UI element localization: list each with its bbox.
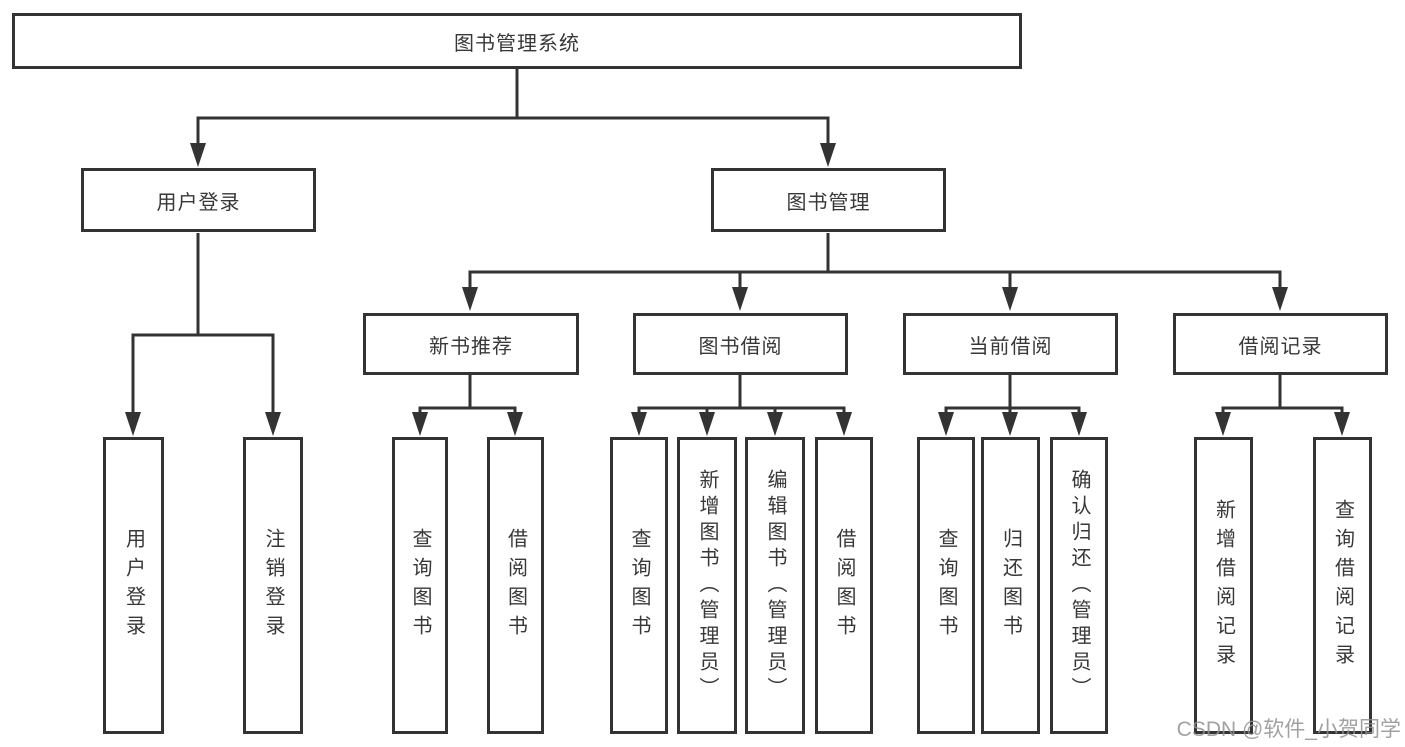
node-current-borrow: 当前借阅: [903, 313, 1118, 375]
leaf-borrow-books-recommend: 借阅图书: [487, 437, 544, 734]
leaf-borrow-books: 借阅图书: [815, 437, 873, 734]
leaf-query-books-recommend: 查询图书: [392, 437, 448, 734]
leaf-borrow-books-label: 借阅图书: [833, 527, 855, 644]
node-book-borrow: 图书借阅: [633, 313, 848, 375]
csdn-watermark: CSDN @软件_小贺同学: [1176, 718, 1401, 741]
leaf-edit-book-admin-label: 编辑图书（管理员）: [764, 468, 786, 703]
node-borrow-records-label: 借阅记录: [1238, 335, 1323, 358]
leaf-borrow-books-recommend-label: 借阅图书: [504, 527, 527, 644]
leaf-add-book-admin: 新增图书（管理员）: [677, 437, 737, 734]
node-new-book-recommend: 新书推荐: [363, 313, 579, 375]
leaf-query-borrow-record-label: 查询借阅记录: [1331, 498, 1354, 673]
leaf-query-books-current-label: 查询图书: [935, 527, 957, 644]
arrowheads: [125, 143, 1350, 436]
node-user-login: 用户登录: [81, 168, 316, 232]
leaf-logout-label: 注销登录: [262, 527, 284, 644]
node-new-book-recommend-label: 新书推荐: [429, 335, 513, 358]
leaf-confirm-return-admin-label: 确认归还（管理员）: [1068, 468, 1090, 703]
node-user-login-label: 用户登录: [156, 191, 241, 214]
node-book-management-label: 图书管理: [786, 191, 871, 214]
node-book-borrow-label: 图书借阅: [698, 335, 783, 358]
leaf-query-books-current: 查询图书: [917, 437, 975, 734]
node-library-system-label: 图书管理系统: [454, 32, 580, 55]
node-borrow-records: 借阅记录: [1173, 313, 1388, 375]
leaf-add-book-admin-label: 新增图书（管理员）: [696, 468, 718, 703]
leaf-user-login-label: 用户登录: [122, 527, 145, 644]
leaf-query-books-borrow-label: 查询图书: [628, 527, 650, 644]
leaf-logout: 注销登录: [243, 437, 303, 734]
node-book-management: 图书管理: [711, 168, 946, 232]
leaf-return-books-label: 归还图书: [999, 527, 1022, 644]
leaf-query-borrow-record: 查询借阅记录: [1313, 437, 1372, 734]
node-library-system: 图书管理系统: [12, 13, 1022, 69]
node-current-borrow-label: 当前借阅: [968, 335, 1053, 358]
leaf-return-books: 归还图书: [981, 437, 1040, 734]
leaf-user-login: 用户登录: [103, 437, 164, 734]
leaf-query-books-recommend-label: 查询图书: [409, 527, 431, 644]
leaf-add-borrow-record: 新增借阅记录: [1194, 437, 1253, 734]
leaf-query-books-borrow: 查询图书: [610, 437, 668, 734]
leaf-confirm-return-admin: 确认归还（管理员）: [1050, 437, 1108, 734]
leaf-edit-book-admin: 编辑图书（管理员）: [745, 437, 805, 734]
leaf-add-borrow-record-label: 新增借阅记录: [1212, 498, 1235, 673]
